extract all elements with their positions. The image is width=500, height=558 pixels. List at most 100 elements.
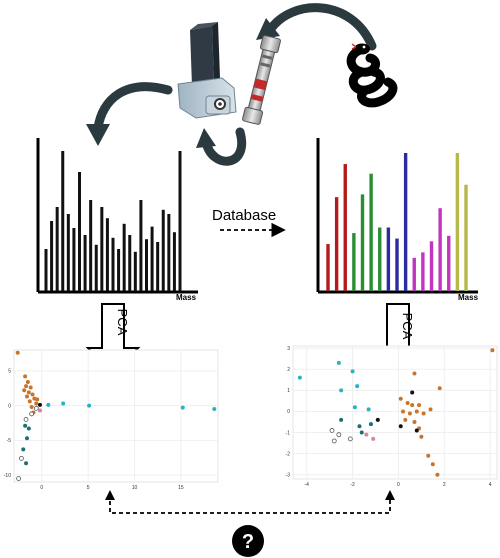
right-spectrum-bar	[395, 238, 399, 291]
pca-y-tick-label: -2	[286, 451, 291, 457]
pca-point	[23, 417, 29, 422]
right-spectrum-bar	[438, 208, 442, 291]
pca-point	[410, 403, 415, 408]
pca-point	[19, 455, 24, 461]
pca-y-tick-label: -5	[7, 438, 12, 444]
right-spectrum-bar	[360, 194, 365, 291]
pca-point	[359, 430, 364, 435]
pca-y-tick-label: 0	[8, 403, 11, 409]
left-spectrum-bar	[172, 232, 176, 291]
pca-left-label: PCA	[115, 309, 130, 336]
left-spectrum: Mass	[36, 138, 198, 302]
gc-column-icon	[242, 34, 281, 125]
right-mass-label: Mass	[458, 293, 479, 302]
pca-point	[366, 407, 371, 412]
left-mass-label: Mass	[176, 293, 197, 302]
left-spectrum-bar	[150, 226, 154, 291]
pca-y-tick-label: -3	[286, 473, 291, 479]
pca-point	[339, 417, 344, 422]
pca-point	[355, 384, 360, 389]
left-spectrum-bar	[156, 242, 160, 291]
pca-point	[29, 411, 35, 417]
left-spectrum-bar	[89, 200, 93, 291]
right-spectrum: Mass	[316, 138, 479, 302]
pca-point	[437, 386, 442, 391]
pca-point	[25, 379, 30, 384]
pca-point	[16, 476, 22, 481]
pca-point	[375, 417, 380, 422]
right-spectrum-bar	[352, 233, 356, 291]
right-spectrum-bar	[369, 173, 373, 291]
database-arrow: Database	[212, 207, 286, 238]
left-spectrum-bar	[145, 239, 148, 291]
pca-x-tick-label: 15	[178, 485, 184, 491]
pca-point	[407, 411, 412, 416]
pca-point	[421, 411, 426, 416]
pca-point	[339, 388, 344, 393]
pca-point	[35, 397, 40, 402]
pca-point	[24, 436, 29, 441]
pca-point	[412, 371, 417, 376]
pca-point	[22, 388, 27, 393]
right-spectrum-bar	[403, 153, 408, 291]
pca-point	[357, 424, 362, 429]
snake-to-column-arrow	[256, 3, 377, 51]
pca-point	[33, 405, 39, 411]
right-spectrum-bar	[455, 153, 460, 291]
left-spectrum-bar	[100, 207, 104, 291]
pca-point	[46, 402, 51, 407]
pca-y-tick-label: 5	[8, 369, 11, 375]
pca-point	[23, 423, 28, 428]
pca-point	[24, 461, 29, 466]
pca-x-tick-label: 0	[40, 485, 43, 491]
right-spectrum-bar	[421, 252, 425, 291]
pca-plot-frame	[292, 345, 498, 480]
right-spectrum-bar	[334, 197, 339, 291]
left-spectrum-bar	[61, 151, 65, 291]
pca-point	[26, 390, 31, 395]
left-spectrum-bar	[167, 214, 171, 291]
pca-point	[336, 360, 341, 365]
pca-x-tick-label: -2	[350, 482, 355, 488]
pca-point	[410, 390, 415, 395]
pca-point	[180, 405, 185, 410]
left-spectrum-bar	[178, 151, 182, 291]
right-spectrum-bar	[378, 227, 382, 291]
right-spectrum-bar	[412, 257, 416, 291]
pca-point	[61, 401, 66, 406]
pca-point	[30, 392, 35, 397]
left-spectrum-bar	[133, 251, 137, 291]
pca-x-tick-label: 4	[489, 482, 492, 488]
pca-point	[419, 434, 424, 439]
right-spectrum-bar	[447, 235, 451, 291]
pca-point	[490, 348, 495, 353]
pca-point	[426, 453, 431, 458]
pca-point	[414, 428, 419, 433]
pca-point	[350, 369, 355, 374]
pca-point	[430, 462, 435, 467]
mass-spectrometer-icon	[177, 22, 237, 119]
pca-point	[28, 385, 33, 390]
pca-point	[405, 401, 410, 405]
pca-point	[403, 417, 408, 422]
pca-point	[15, 350, 20, 355]
pca-point	[352, 405, 357, 410]
left-spectrum-bar	[94, 244, 98, 291]
pca-point	[331, 438, 337, 444]
pca-y-tick-label: 1	[287, 388, 290, 394]
pca-point	[297, 375, 302, 380]
pca-point	[329, 428, 335, 433]
left-spectrum-bar	[72, 228, 76, 291]
pca-point	[34, 401, 39, 406]
left-spectrum-bar	[55, 207, 59, 291]
right-spectrum-bar	[464, 184, 468, 291]
left-spectrum-bar	[66, 214, 70, 291]
pca-x-tick-label: -4	[305, 482, 310, 488]
pca-point	[428, 407, 433, 412]
pca-point	[368, 422, 373, 427]
pca-y-tick-label: 3	[287, 346, 290, 352]
left-spectrum-bar	[105, 218, 109, 291]
pca-point	[21, 447, 26, 452]
